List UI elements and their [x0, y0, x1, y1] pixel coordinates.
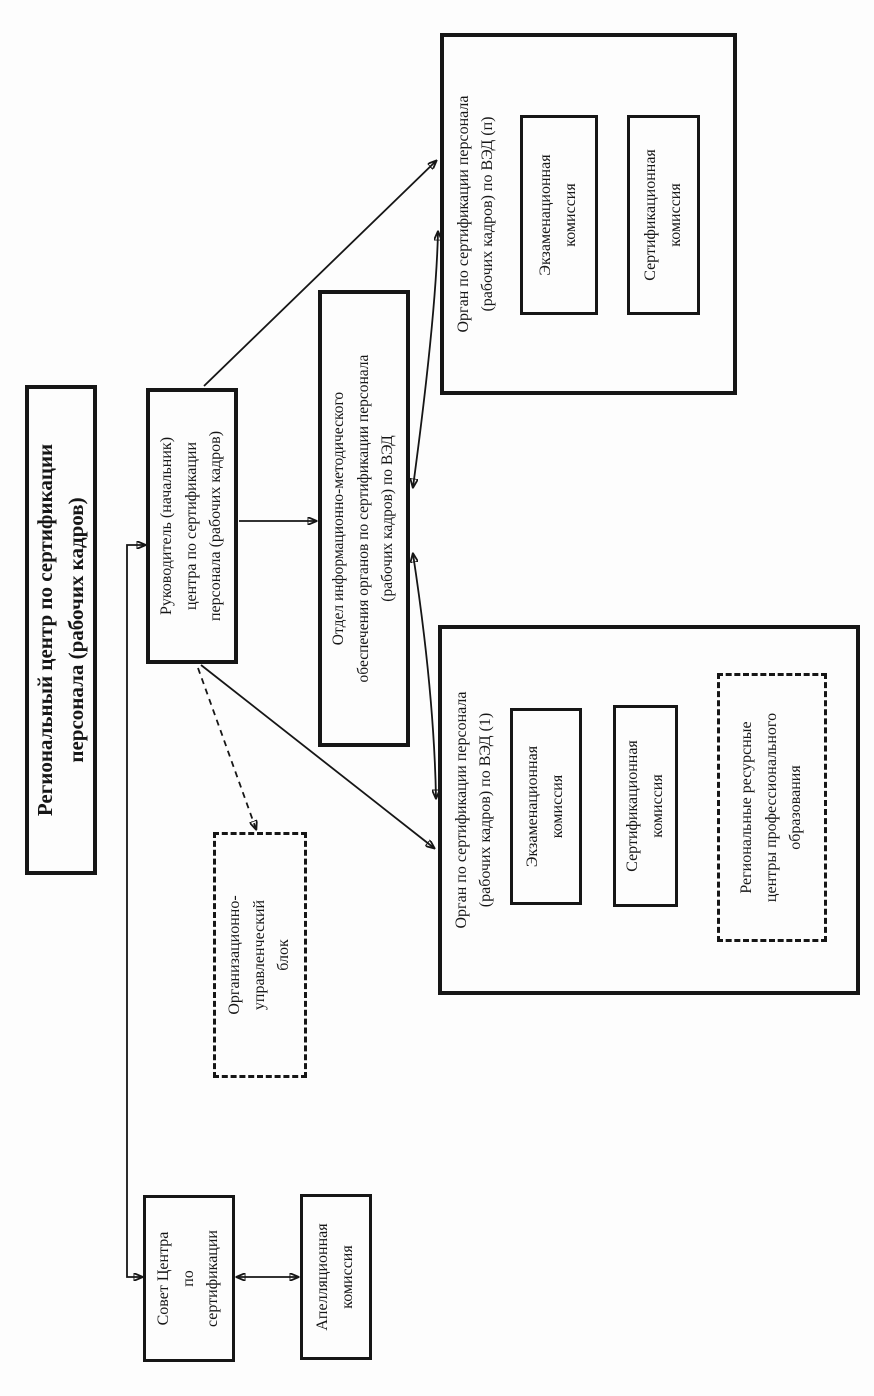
org-management-block-box: Организационно- управленческий блок — [213, 832, 307, 1078]
regional-resource-centers-box: Региональные ресурсные центры профессион… — [717, 673, 827, 942]
arrow-info-dept-organ-n — [413, 232, 438, 487]
council-box: Совет Центра по сертификации — [143, 1195, 235, 1362]
certification-organ-1-label: Орган по сертификации персонала (рабочих… — [453, 691, 494, 929]
info-methodology-dept-box: Отдел информационно-методического обеспе… — [318, 290, 410, 747]
certification-organ-n-label: Орган по сертификации персонала (рабочих… — [455, 95, 496, 333]
regional-center-title: Региональный центр по сертификации персо… — [25, 385, 97, 875]
arrow-council-head — [126, 545, 145, 1277]
arrow-info-dept-organ-1 — [413, 554, 436, 798]
appeal-commission-box: Апелляционная комиссия — [300, 1194, 372, 1360]
arrow-head-to-org-block — [197, 667, 256, 829]
head-of-center-box: Руководитель (начальник) центра по серти… — [146, 388, 238, 664]
exam-commission-1-box: Экзаменационная комиссия — [510, 708, 582, 905]
exam-commission-n-box: Экзаменационная комиссия — [520, 115, 598, 315]
cert-commission-n-box: Сертификационная комиссия — [627, 115, 700, 315]
cert-commission-1-box: Сертификационная комиссия — [613, 705, 678, 907]
